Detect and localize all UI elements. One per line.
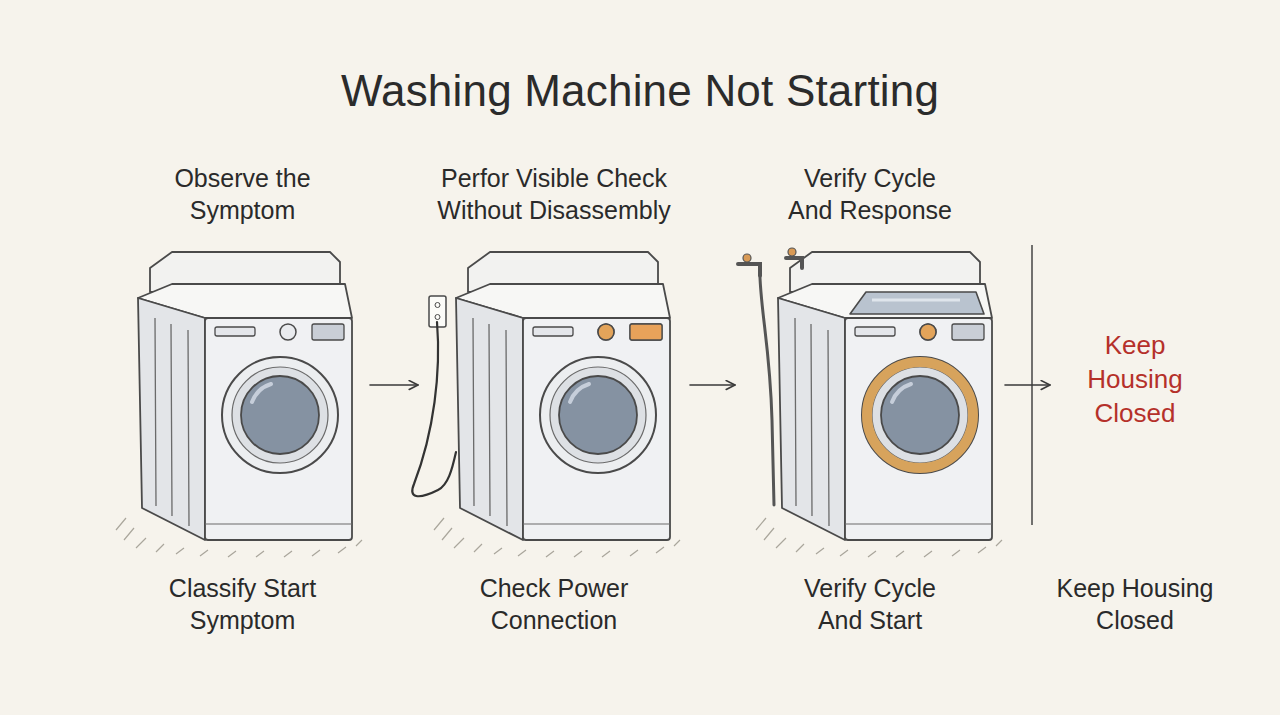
door-ring — [867, 362, 973, 468]
tap-handle — [743, 254, 751, 262]
washer-illustration — [116, 252, 362, 557]
step-heading: Perfor Visible Check Without Disassembly — [423, 162, 685, 226]
step-heading: Keep Housing Closed — [1075, 328, 1195, 430]
flow-arrow — [1005, 384, 1050, 386]
water-supply-scene — [738, 248, 1002, 557]
step-caption: Keep Housing Closed — [1050, 572, 1220, 636]
washer-illustration — [434, 252, 680, 557]
tap-handle — [788, 248, 796, 256]
display-panel — [630, 324, 662, 340]
step-caption: Classify Start Symptom — [153, 572, 333, 636]
water-tap — [738, 264, 760, 276]
diagram-title: Washing Machine Not Starting — [0, 64, 1280, 118]
top-lid — [850, 292, 984, 314]
step-heading: Verify Cycle And Response — [784, 162, 956, 226]
step-panel: Perfor Visible Check Without Disassembly… — [418, 162, 690, 642]
water-tap — [786, 258, 802, 268]
lid-highlight — [872, 299, 960, 302]
flow-arrow — [370, 384, 418, 386]
step-caption: Verify Cycle And Start — [784, 572, 956, 636]
flow-arrow — [690, 384, 735, 386]
inlet-hose — [760, 278, 774, 505]
outlet-socket — [435, 303, 440, 308]
dial-knob — [920, 324, 936, 340]
dial-knob — [598, 324, 614, 340]
step-panel: Verify Cycle And ResponseVerify Cycle An… — [735, 162, 1005, 642]
step-panel: Observe the SymptomClassify Start Sympto… — [115, 162, 370, 642]
power-cord — [412, 322, 456, 496]
outlet-socket — [435, 315, 440, 320]
step-panel: Keep Housing ClosedKeep Housing Closed — [1050, 162, 1220, 642]
washer-illustration — [756, 252, 1002, 557]
power-outlet-scene — [412, 252, 680, 557]
step-caption: Check Power Connection — [423, 572, 685, 636]
divider-line — [1031, 245, 1033, 525]
step-heading: Observe the Symptom — [153, 162, 333, 226]
